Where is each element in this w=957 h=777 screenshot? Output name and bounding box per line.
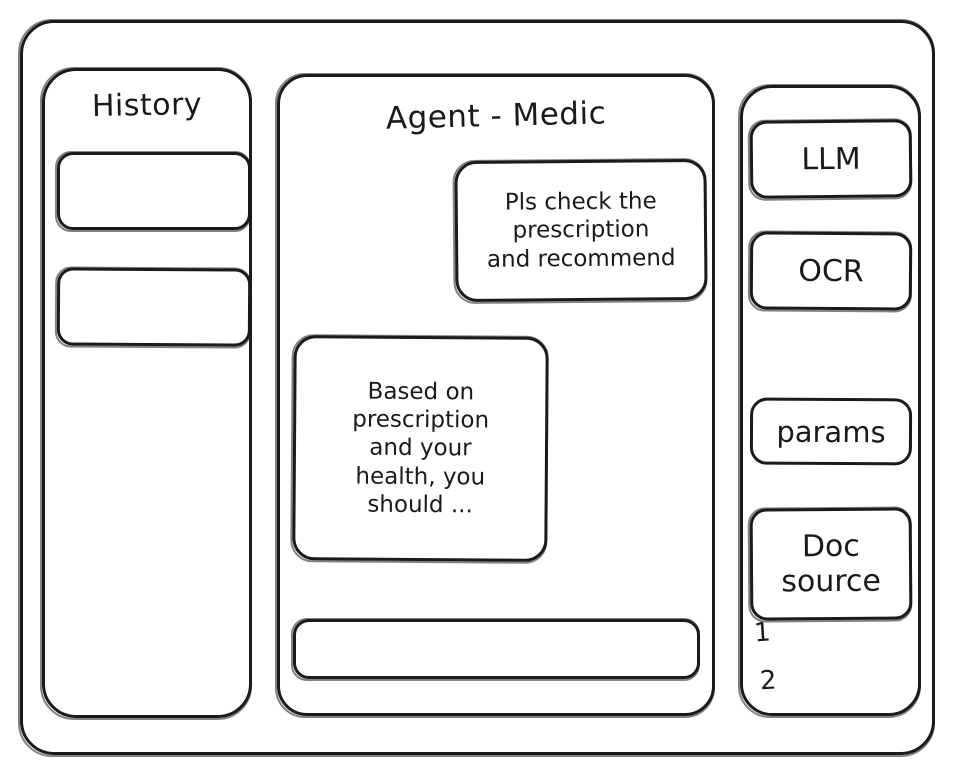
history-list-item[interactable] — [56, 267, 252, 347]
history-panel-title: History — [91, 86, 203, 125]
chat-bubble-assistant-text: Based on prescription and your health, y… — [352, 379, 490, 518]
tool-button-ocr-label: OCR — [798, 253, 864, 289]
chat-bubble-assistant: Based on prescription and your health, y… — [292, 335, 549, 562]
tool-button-ocr[interactable]: OCR — [749, 231, 913, 311]
tool-button-params-label: params — [776, 414, 886, 449]
doc-source-label: Doc source — [781, 528, 882, 600]
tool-button-llm-label: LLM — [801, 141, 861, 177]
doc-source-marker-2[interactable]: 2 — [759, 665, 778, 697]
doc-source-box[interactable]: Doc source — [749, 507, 913, 621]
chat-bubble-user-text: Pls check the prescription and recommend — [486, 188, 676, 273]
history-list-item[interactable] — [55, 151, 251, 232]
chat-bubble-user: Pls check the prescription and recommend — [454, 158, 708, 303]
tool-button-llm[interactable]: LLM — [749, 119, 913, 199]
tool-button-params[interactable]: params — [749, 397, 913, 466]
doc-source-marker-1[interactable]: 1 — [752, 617, 772, 649]
message-composer-input[interactable] — [291, 618, 700, 681]
